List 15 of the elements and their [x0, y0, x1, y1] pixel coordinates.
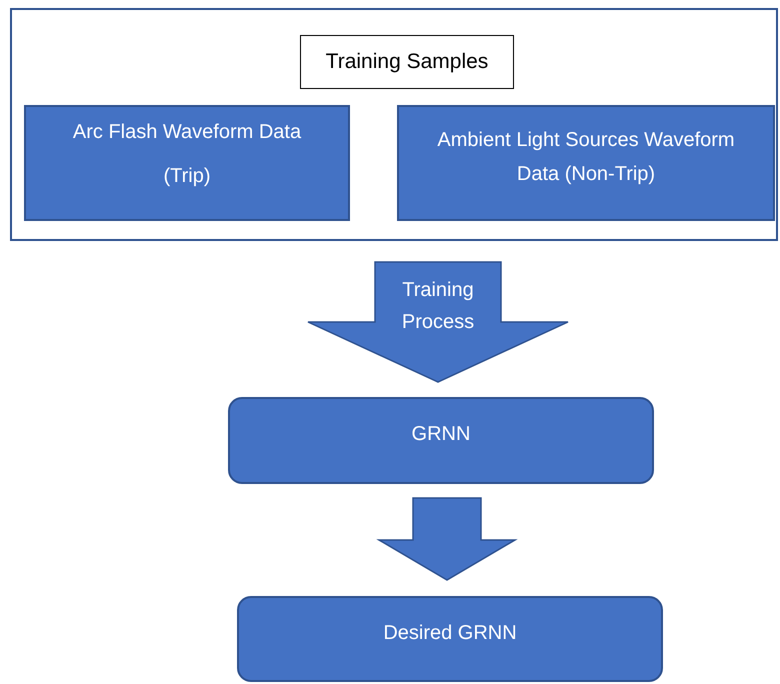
node-text: Desired GRNN: [383, 621, 517, 646]
node-text: (Trip): [163, 164, 211, 189]
node-text: Ambient Light Sources Waveform Data (Non-Trip): [436, 128, 736, 187]
node-text: Training Samples: [326, 49, 488, 76]
data-box: [24, 105, 350, 221]
block-arrow: [376, 497, 518, 581]
process-box: [237, 596, 663, 682]
node-text: Arc Flash Waveform Data: [72, 120, 302, 145]
block-arrow: [307, 261, 569, 383]
node-text: GRNN: [412, 422, 470, 447]
edge-label: Training Process: [400, 278, 476, 335]
group-frame: [10, 8, 778, 241]
process-box: [228, 397, 654, 484]
heading-box: [300, 35, 514, 89]
data-box: [397, 105, 775, 221]
